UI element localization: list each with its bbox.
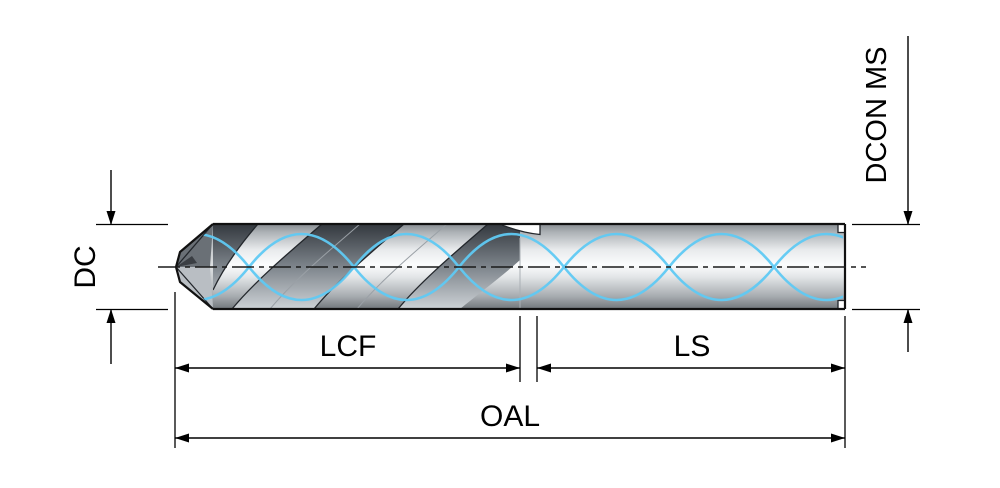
oal-label: OAL	[480, 400, 540, 433]
flute-edge-curve	[212, 223, 259, 291]
dc-label: DC	[69, 245, 102, 288]
oal-dimension: OAL	[175, 400, 845, 443]
flute-band	[213, 224, 258, 290]
runout-edge	[501, 224, 541, 236]
ls-dimension: LS	[536, 316, 846, 448]
arrowhead-right	[506, 363, 520, 373]
arrowhead-left	[537, 363, 551, 373]
end-groove-top	[838, 225, 845, 233]
lcf-dimension: LCF	[174, 292, 521, 448]
flute-edge-curve	[231, 223, 323, 310]
shank-end-detail	[837, 224, 845, 309]
dcon-dimension: DCON MS	[852, 36, 920, 352]
ls-label: LS	[674, 330, 711, 363]
runout-notch	[502, 225, 540, 235]
arrowhead-left	[175, 433, 189, 443]
flute-runout	[501, 224, 541, 308]
coolant-line-1	[176, 232, 843, 302]
dcon-ms-label: DCON MS	[861, 47, 893, 184]
end-groove-bottom	[838, 301, 845, 309]
cutting-lip-lines	[175, 223, 214, 310]
arrowhead-up	[903, 309, 913, 323]
arrowhead-left	[175, 363, 189, 373]
arrowhead-right	[831, 363, 845, 373]
lcf-label: LCF	[320, 330, 377, 363]
end-groove-lines	[837, 224, 845, 309]
arrowhead-right	[831, 433, 845, 443]
land-highlight-curve	[356, 223, 448, 310]
chisel-edge	[176, 256, 197, 267]
arrowhead-up	[106, 309, 116, 323]
dc-dimension: DC	[69, 170, 168, 364]
land-highlight-curve	[269, 223, 361, 310]
arrowhead-down	[106, 211, 116, 225]
arrowhead-down	[903, 211, 913, 225]
coolant-channel-lines	[176, 232, 843, 302]
coolant-line-2	[176, 232, 843, 302]
